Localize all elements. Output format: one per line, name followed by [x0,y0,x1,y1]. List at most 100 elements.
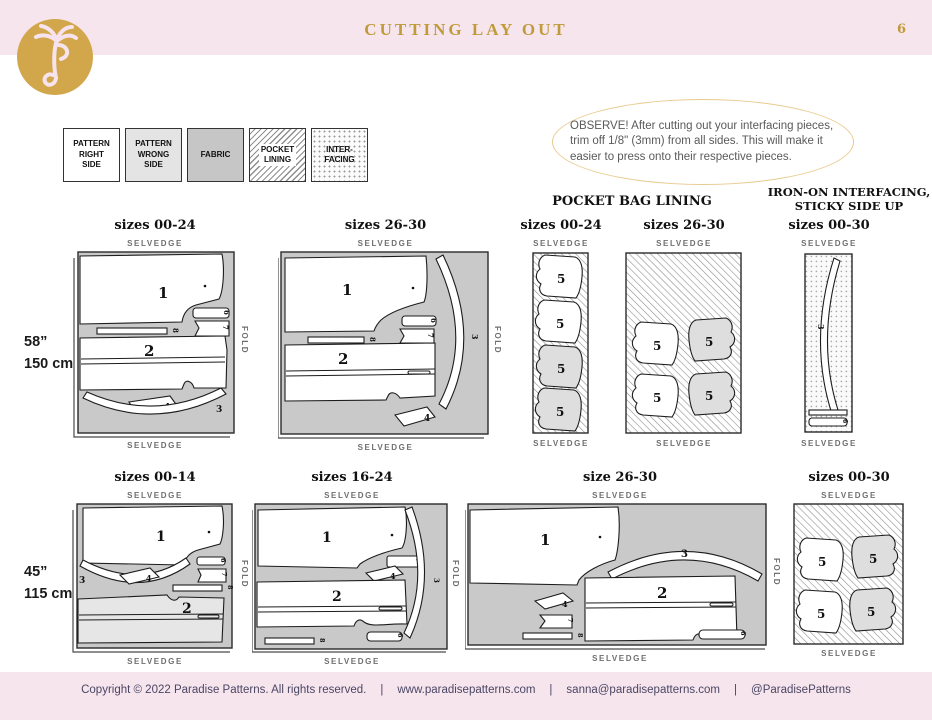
footer-band [0,672,932,720]
size-label: size 26-30 [582,470,657,485]
footer-email-link[interactable]: sanna@paradisepatterns.com [566,684,721,696]
fabric-edge-offset [72,510,230,653]
piece-number-7: 7 [220,572,228,577]
fabric-edge-offset [73,258,230,438]
pattern-piece-4 [364,565,405,582]
pattern-piece-4 [533,592,575,610]
interfacing-sizes-00-30: sizes 00-30 SELVEDGE 3 6 SELVEDGE [788,218,869,450]
piece-number-6: 6 [396,633,404,638]
fold-label: FOLD [493,326,502,355]
piece-number-1: 1 [158,284,168,302]
layout-45in-sizes-16-24: sizes 16-24 SELVEDGE 1 7 4 2 8 6 3 [252,470,460,668]
piece-number-5: 5 [557,362,565,376]
piece-number-2: 2 [657,584,667,602]
selvedge-label-bottom: SELVEDGE [801,438,857,448]
palm-p-logo-icon [17,19,93,95]
piece-number-4: 4 [146,573,152,583]
size-label: sizes 16-24 [311,470,393,485]
pattern-piece-2 [284,342,436,402]
fold-label: FOLD [451,560,460,589]
fabric-width-row1: 58” 150 cm [24,331,86,376]
iron-on-header-line2: STICKY SIDE UP [794,199,904,214]
legend: PATTERN RIGHT SIDE PATTERN WRONG SIDE FA… [63,128,368,182]
piece-number-1: 1 [156,529,166,545]
piece-number-5: 5 [556,317,564,331]
layout-45in-size-26-30: size 26-30 SELVEDGE 1 3 2 4 7 8 6 [465,470,781,665]
width-inches: 45” [24,564,48,580]
grain-dot [598,535,602,539]
fold-label: FOLD [240,326,249,355]
pattern-piece-3 [82,387,227,415]
piece-number-6: 6 [739,631,747,636]
piece-number-1: 1 [540,531,550,549]
piece-number-8: 8 [318,638,326,643]
size-label: sizes 00-14 [114,470,196,485]
size-label: sizes 26-30 [344,218,427,233]
footer-separator: | [380,684,384,696]
pattern-piece-6 [698,629,746,640]
pattern-piece-3 [403,506,426,639]
cutting-layout-svg: 5 5 5 5 [793,503,904,645]
paradise-patterns-logo [16,18,94,96]
iron-on-interfacing-header: IRON-ON INTERFACING, STICKY SIDE UP [766,185,932,214]
interfacing-strip [808,409,848,416]
pocket-lining-sizes-26-30: sizes 26-30 SELVEDGE 5 5 5 5 SELVEDGE [625,218,743,450]
cutting-layout-svg: 1 6 7 8 2 4 3 [73,251,235,438]
piece-number-5: 5 [869,552,877,566]
piece-number-8: 8 [368,337,377,342]
selvedge-label-top: SELVEDGE [324,490,380,500]
footer-website-link[interactable]: www.paradisepatterns.com [397,684,536,696]
piece-number-8: 8 [226,585,234,590]
piece-number-5: 5 [867,605,875,619]
piece-number-3: 3 [470,334,480,340]
pattern-piece-3 [79,557,191,584]
layout-58in-sizes-26-30: sizes 26-30 SELVEDGE 1 6 7 8 2 4 3 [278,218,502,454]
pattern-piece-6 [808,417,848,427]
fold-label: FOLD [240,560,249,589]
header-band [0,0,932,55]
page-title: CUTTING LAY OUT [364,20,568,39]
legend-pocket-lining: POCKET LINING [249,128,306,182]
pocket-piece-5 [535,344,583,389]
pattern-piece-6 [366,631,403,642]
cutting-layout-svg: 3 6 [804,253,853,433]
selvedge-label-top: SELVEDGE [656,238,712,248]
cutting-layout-svg: 1 3 2 4 7 8 6 [465,503,767,650]
pocket-piece-5 [688,317,736,362]
pattern-piece-2 [256,579,408,628]
selvedge-label-top: SELVEDGE [127,490,183,500]
piece-number-3: 3 [216,405,222,415]
piece-number-8: 8 [576,633,584,638]
piece-2-slit-lines [78,613,224,621]
legend-fabric: FABRIC [187,128,244,182]
grain-dot [411,286,415,290]
piece-number-3: 3 [816,324,826,330]
piece-2-slit-lines [80,356,226,365]
size-label: sizes 00-24 [520,218,602,233]
piece-2-slit-lines [585,601,737,609]
piece-number-6: 6 [219,558,227,563]
selvedge-label-top: SELVEDGE [592,490,648,500]
pattern-piece-8 [96,327,168,335]
pattern-piece-3 [607,551,763,582]
legend-label: POCKET LINING [258,143,297,167]
footer-social-handle[interactable]: @ParadisePatterns [751,684,851,696]
piece-number-4: 4 [390,571,396,581]
grain-dot [203,284,207,288]
footer-copyright: Copyright © 2022 Paradise Patterns. All … [81,684,367,696]
selvedge-label-bottom: SELVEDGE [592,653,648,663]
piece-number-5: 5 [653,339,661,353]
piece-number-4: 4 [562,599,568,609]
pocket-piece-5 [631,373,679,418]
piece-number-7: 7 [426,333,435,338]
pocket-piece-5 [534,299,582,344]
pocket-piece-5 [795,589,843,634]
piece-number-2: 2 [182,601,192,617]
size-label: sizes 00-24 [114,218,196,233]
selvedge-label-top: SELVEDGE [801,238,857,248]
width-cm: 115 cm [24,586,73,603]
page-number: 6 [896,22,906,37]
selvedge-label-top: SELVEDGE [357,238,414,248]
grain-dot [207,530,211,534]
